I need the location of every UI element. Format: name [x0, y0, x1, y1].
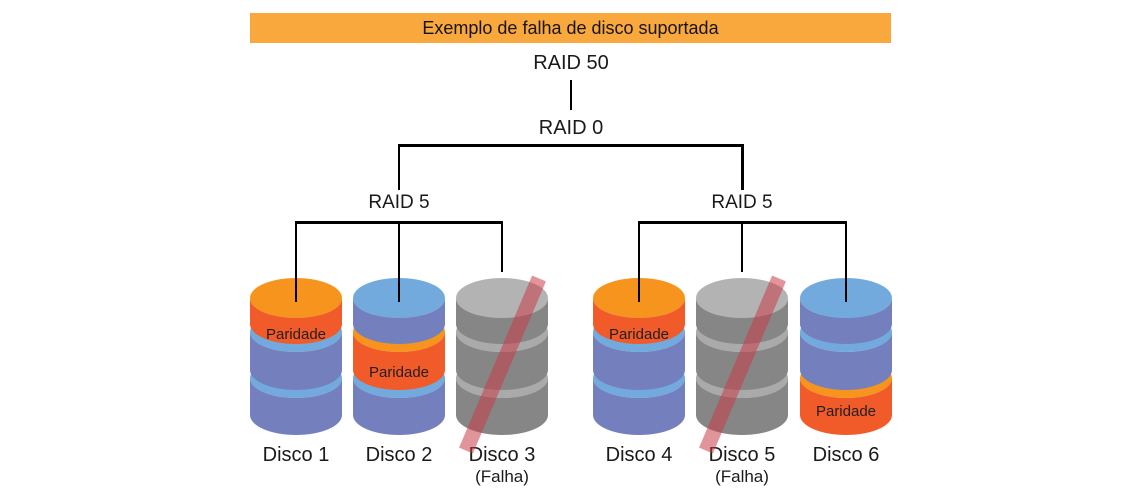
connector-disk5-drop-broken: [740, 221, 744, 272]
parity-label: Paridade: [265, 326, 327, 343]
disk-2-label: Disco 2: [365, 444, 433, 466]
disk-segment-body: [250, 378, 342, 435]
connector-raid50-to-raid0: [569, 80, 573, 110]
connector-raid0-right-drop: [741, 144, 744, 190]
disk-segment-body: [353, 298, 445, 344]
disk-2-graphic: [353, 278, 445, 435]
disk-parity-segment: [593, 298, 685, 344]
parity-label: Paridade: [815, 403, 877, 420]
disk-1-label: Disco 1: [262, 444, 330, 466]
disk-4-label: Disco 4: [605, 444, 673, 466]
disk-segment-body: [250, 332, 342, 390]
disk-6-label: Disco 6: [812, 444, 880, 466]
disk-5-cylinder-failed: [696, 275, 788, 463]
disk-4-cylinder: Paridade: [593, 278, 685, 463]
raid5-right-node-label: RAID 5: [711, 192, 773, 213]
disk-1-cylinder: Paridade: [250, 278, 342, 463]
disk-parity-segment: [353, 332, 445, 390]
disk-2-cylinder: Paridade: [353, 278, 445, 463]
disk-segment-body: [593, 378, 685, 435]
raid5-left-node-label: RAID 5: [368, 192, 430, 213]
disk-3-failure-status: (Falha): [475, 467, 529, 486]
disk-segment-body: [696, 298, 788, 344]
disk-3-cylinder-failed: [456, 275, 548, 463]
disk-5-failure-status: (Falha): [715, 467, 769, 486]
parity-label: Paridade: [608, 326, 670, 343]
disk-6-graphic: [800, 278, 892, 435]
raid50-node-label: RAID 50: [533, 52, 609, 74]
connector-raid0-bracket: [397, 144, 744, 147]
disk-3-label: Disco 3: [468, 444, 536, 466]
disk-segment-body: [800, 332, 892, 390]
connector-disk1-drop: [294, 221, 298, 302]
disk-6-cylinder: Paridade: [800, 278, 892, 463]
parity-label: Paridade: [368, 364, 430, 381]
connector-raid0-left-drop: [397, 144, 401, 190]
connector-disk4-drop: [637, 221, 641, 302]
title-banner: Exemplo de falha de disco suportada: [250, 13, 891, 43]
disk-segment-body: [593, 332, 685, 390]
disk-parity-segment: [250, 298, 342, 344]
connector-disk2-drop: [397, 221, 401, 302]
disk-segment-body: [800, 298, 892, 344]
disk-1-graphic: [250, 278, 342, 435]
raid0-node-label: RAID 0: [538, 117, 604, 139]
disk-parity-segment: [800, 378, 892, 435]
connector-disk3-drop-broken: [500, 221, 504, 272]
disk-segment-body: [353, 378, 445, 435]
disk-4-graphic: [593, 278, 685, 435]
disk-5-label: Disco 5: [708, 444, 776, 466]
connector-disk6-drop: [844, 221, 848, 302]
disk-segment-body: [456, 298, 548, 344]
